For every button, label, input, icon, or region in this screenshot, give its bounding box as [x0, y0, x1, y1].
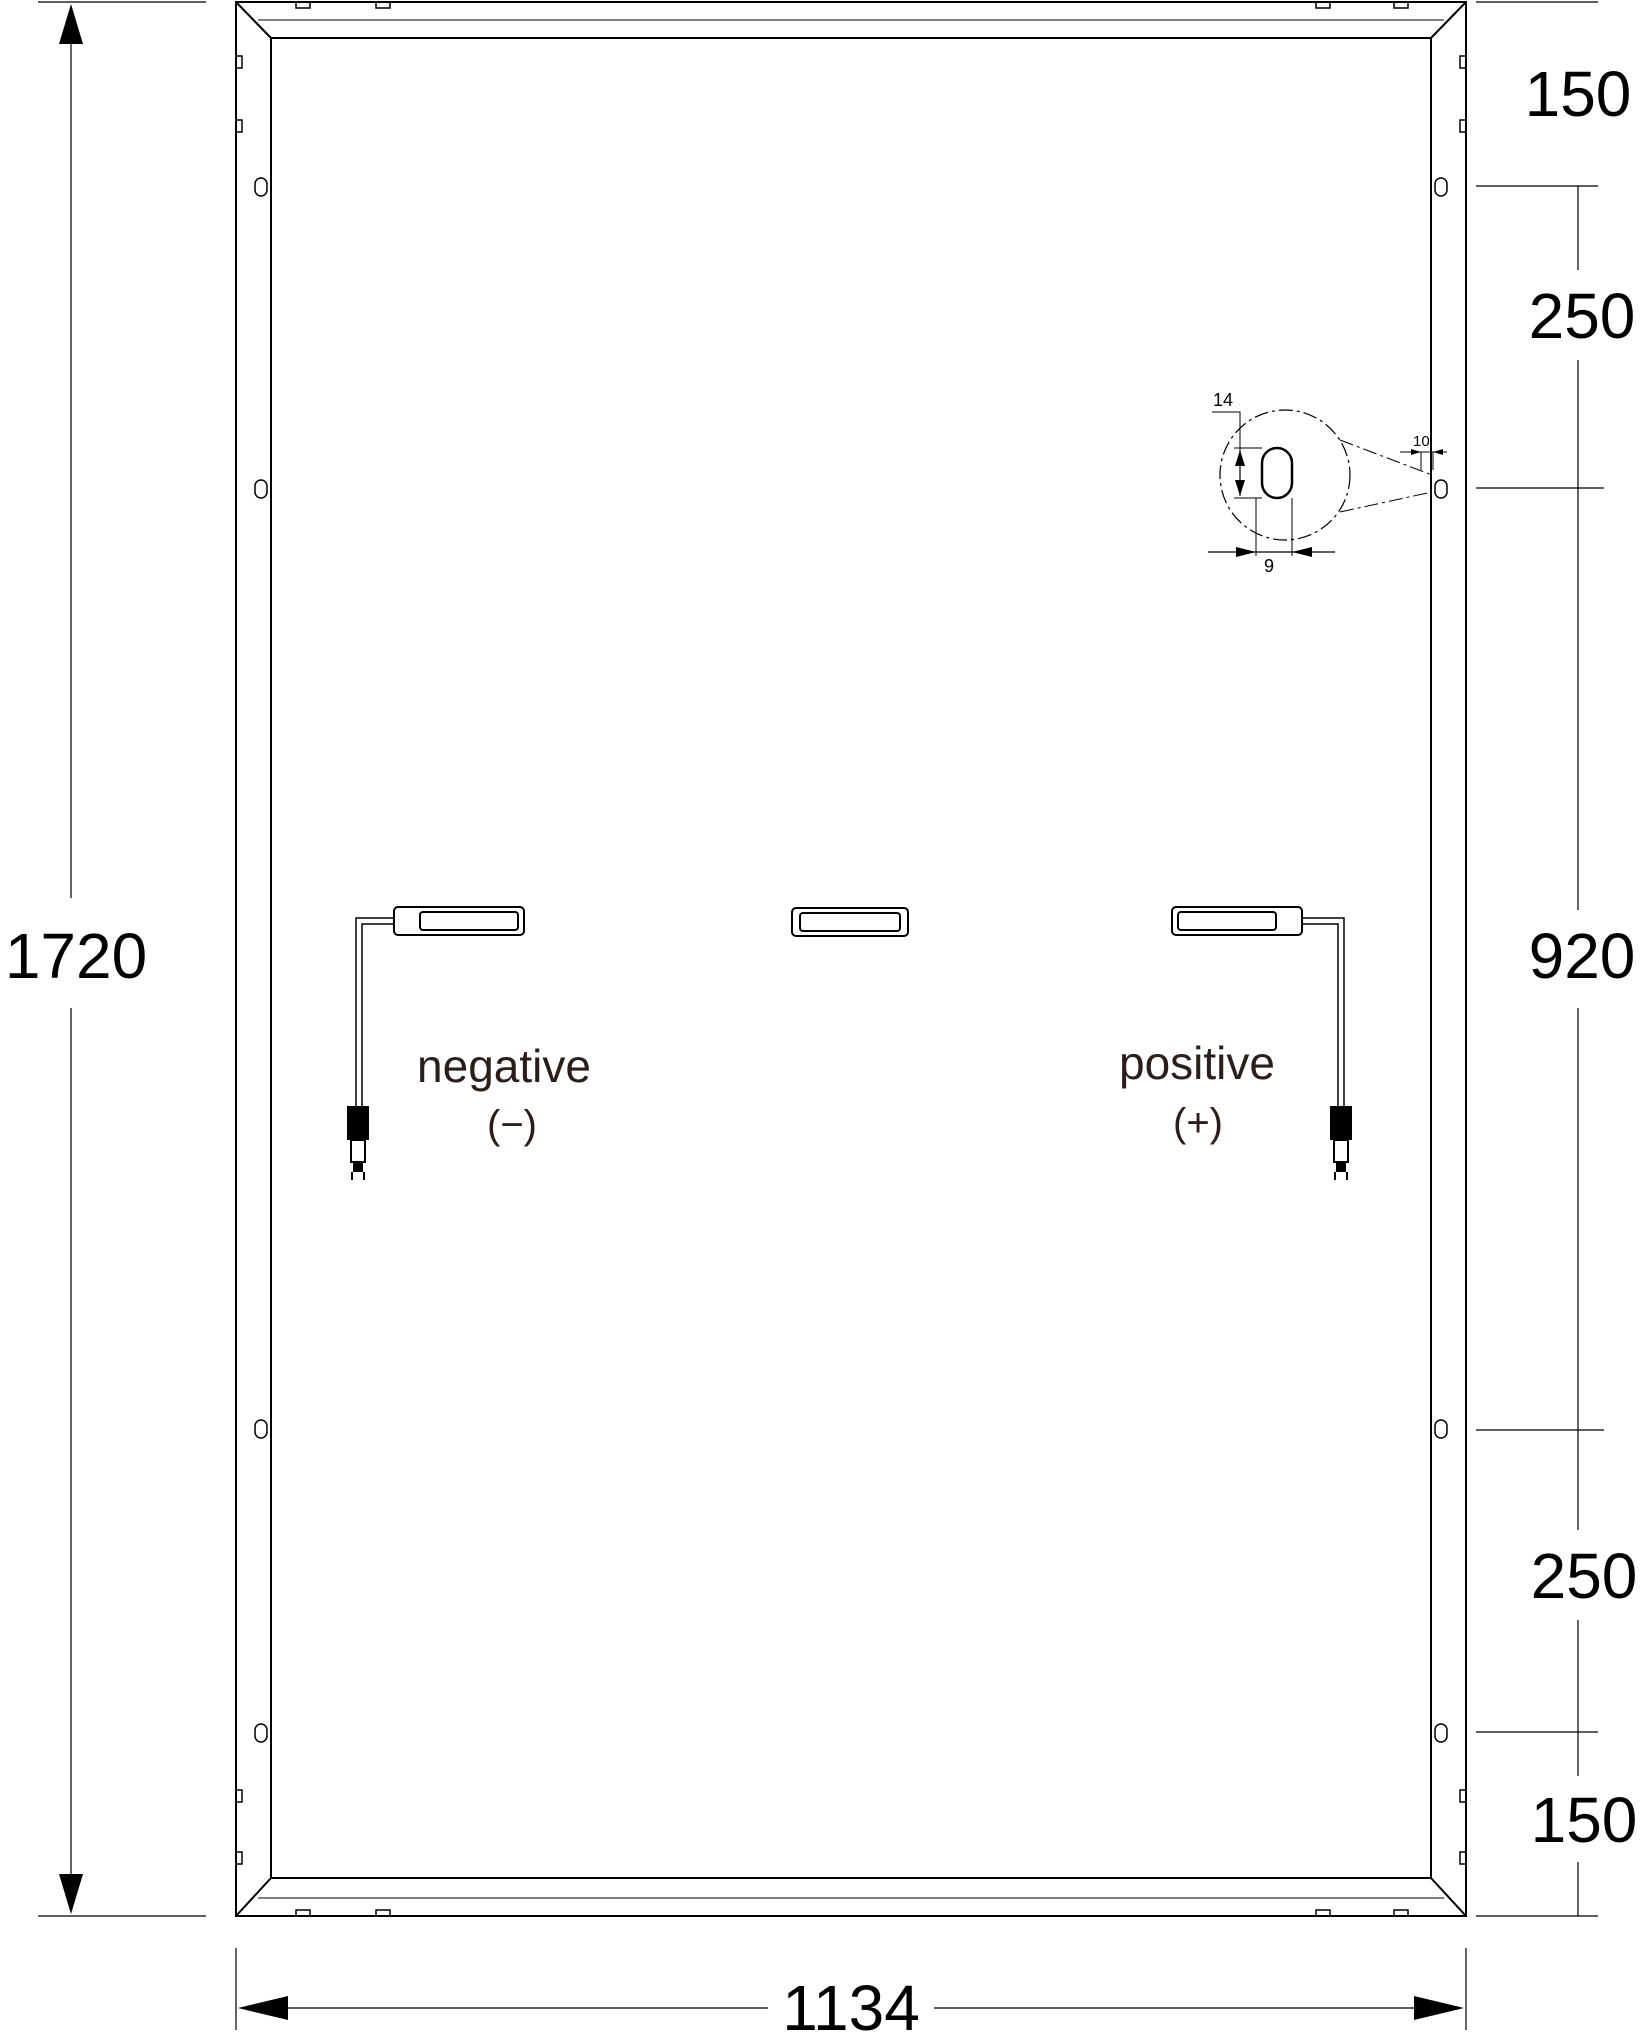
detail-circle — [1219, 409, 1351, 541]
drain-mark — [295, 1909, 311, 1917]
height-dimension — [38, 1, 206, 1917]
frame-corner-tr — [1430, 1, 1467, 39]
slot-length-label: 14 — [1213, 390, 1233, 410]
width-arrow-right — [1414, 1996, 1464, 2020]
drain-mark — [1393, 1, 1409, 9]
drain-mark — [1459, 1789, 1467, 1803]
hole-to-hole-bottom-label: 250 — [1531, 1540, 1638, 1612]
junction-box-right — [1171, 906, 1303, 936]
drain-mark — [1393, 1909, 1409, 1917]
slot-width-arrow-left — [1236, 547, 1256, 557]
hole-to-bottom-edge-label: 150 — [1531, 1784, 1638, 1856]
panel-frame — [235, 1, 1467, 1917]
mounting-hole — [1434, 177, 1448, 197]
edge-offset-arrow-right — [1433, 449, 1443, 455]
mounting-span-label: 920 — [1529, 920, 1636, 992]
height-dimension-label: 1720 — [5, 920, 147, 992]
mounting-hole — [254, 1723, 268, 1743]
edge-offset-arrow-left — [1411, 449, 1421, 455]
slot-length-arrow-top — [1235, 450, 1245, 466]
connector-negative — [347, 1106, 369, 1180]
detail-leader-top — [1339, 439, 1433, 476]
hole-detail-callout — [1208, 409, 1447, 556]
drain-mark — [375, 1, 391, 9]
detail-leader-bottom — [1339, 491, 1433, 513]
mounting-hole — [1434, 479, 1448, 499]
mounting-hole — [1434, 1723, 1448, 1743]
negative-terminal-sign: (−) — [487, 1103, 537, 1147]
drain-mark — [1459, 55, 1467, 69]
drain-mark — [1459, 119, 1467, 133]
height-arrow-top — [59, 4, 83, 44]
slot-width-label: 9 — [1264, 556, 1274, 576]
drain-mark — [1315, 1, 1331, 9]
width-dimension-label: 1134 — [782, 1972, 920, 2032]
mounting-hole — [254, 479, 268, 499]
drain-mark — [295, 1, 311, 9]
frame-corner-tl — [235, 1, 272, 39]
height-arrow-bottom — [59, 1874, 83, 1914]
frame-outer-edge — [235, 1, 1467, 1917]
drain-mark — [375, 1909, 391, 1917]
top-edge-to-hole-label: 150 — [1525, 58, 1632, 130]
junction-box-left — [393, 906, 525, 936]
connector-positive — [1330, 1106, 1352, 1180]
cables — [355, 917, 1345, 1108]
drain-mark — [235, 1851, 243, 1865]
drain-mark — [1459, 1851, 1467, 1865]
slot-length-arrow-bottom — [1235, 480, 1245, 496]
negative-terminal-label: negative — [417, 1040, 591, 1092]
edge-offset-label: 10 — [1413, 433, 1430, 450]
right-dimension-chain — [1476, 1, 1604, 1917]
drain-mark — [1315, 1909, 1331, 1917]
drain-mark — [235, 1789, 243, 1803]
cable-positive — [1302, 917, 1345, 1108]
width-dimension — [235, 1948, 1467, 2030]
positive-terminal-label: positive — [1119, 1037, 1275, 1089]
frame-corner-br — [1430, 1877, 1467, 1917]
mounting-holes — [254, 177, 1448, 1743]
mounting-hole — [254, 177, 268, 197]
frame-corner-bl — [235, 1877, 272, 1917]
frame-inner-edge — [270, 37, 1432, 1879]
drain-mark — [235, 119, 243, 133]
junction-box-center — [791, 907, 909, 937]
positive-terminal-sign: (+) — [1173, 1101, 1223, 1145]
junction-boxes — [393, 906, 1303, 937]
width-arrow-left — [238, 1996, 288, 2020]
cable-positive-inner — [1302, 923, 1339, 1108]
cable-negative — [355, 917, 394, 1108]
drainage-marks — [235, 1, 1467, 1917]
slot-length-leader — [1212, 411, 1241, 450]
hole-to-hole-top-label: 250 — [1529, 280, 1636, 352]
drain-mark — [235, 55, 243, 69]
hole-detail-arrows — [1235, 449, 1443, 557]
mounting-hole — [1434, 1419, 1448, 1439]
slot-width-arrow-right — [1292, 547, 1312, 557]
cable-negative-inner — [361, 923, 394, 1108]
mounting-hole — [254, 1419, 268, 1439]
detail-slot — [1260, 446, 1294, 500]
